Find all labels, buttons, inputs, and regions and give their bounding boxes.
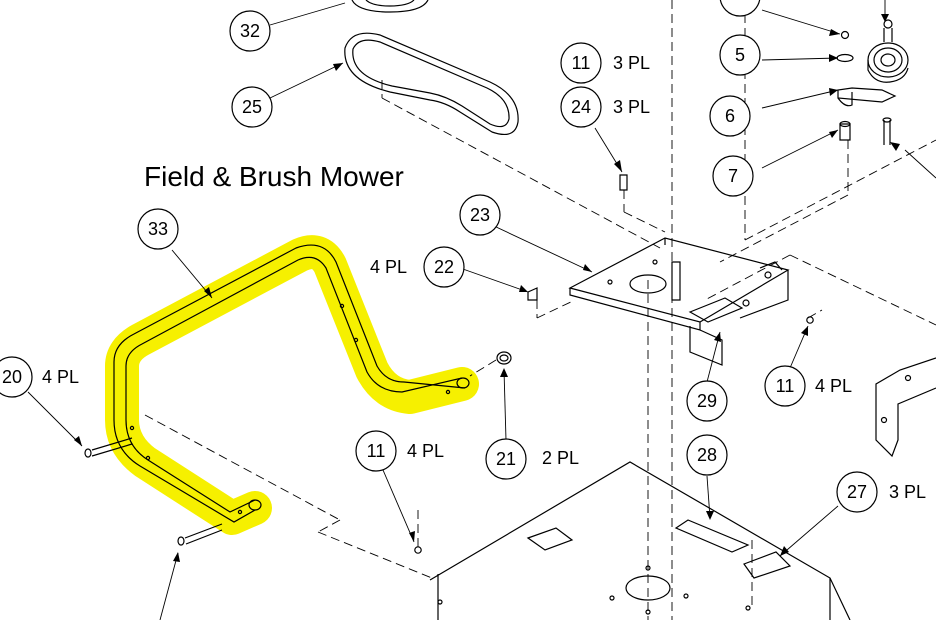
bracket-plate (568, 237, 790, 366)
mower-deck (429, 461, 851, 620)
callout-5: 5 (719, 34, 761, 76)
callout-number: 22 (434, 257, 454, 277)
callout-quantity: 3 PL (613, 53, 650, 73)
cap (496, 351, 512, 365)
callout-11-top: 11 3 PL (560, 42, 650, 84)
callout-quantity: 3 PL (613, 97, 650, 117)
callout-number: 20 (2, 367, 22, 387)
callout-number: 23 (470, 205, 490, 225)
callout-number: 32 (240, 21, 260, 41)
callout-22: 4 PL 22 (370, 246, 465, 288)
callout-29: 29 (686, 380, 728, 422)
callout-quantity: 3 PL (889, 482, 926, 502)
diagram-title: Field & Brush Mower (144, 161, 404, 192)
callout-number: 11 (572, 53, 591, 73)
callout-11-bottom: 11 4 PL (355, 430, 444, 472)
side-bracket (875, 357, 936, 458)
callout-24: 24 3 PL (560, 86, 650, 128)
callout-28: 28 (686, 434, 728, 476)
callout-number: 21 (496, 449, 516, 469)
callout-number: 11 (367, 441, 386, 461)
hardware (84, 174, 814, 554)
leader-lines (27, 0, 936, 620)
callout-number: 27 (847, 482, 867, 502)
callout-6: 6 (709, 95, 751, 137)
callout-33: 33 (137, 208, 179, 250)
idler-assembly (836, 19, 909, 145)
callout-quantity: 4 PL (42, 367, 79, 387)
callout-number: 7 (728, 166, 738, 186)
callout-number: 5 (735, 45, 745, 65)
callout-number: 29 (697, 391, 717, 411)
callout-21: 21 2 PL (485, 438, 579, 480)
callout-number: 33 (148, 219, 168, 239)
callout-25: 25 (231, 86, 273, 128)
callout-27: 27 3 PL (836, 471, 926, 513)
pulley-top (351, 0, 429, 13)
callout-7: 7 (712, 155, 754, 197)
callout-11-right: 11 4 PL (764, 365, 852, 407)
callout-quantity: 4 PL (407, 441, 444, 461)
callout-number: 28 (697, 445, 717, 465)
callout-20: 20 4 PL (0, 356, 79, 398)
callout-partial-top (719, 0, 761, 17)
callout-number: 11 (776, 376, 795, 396)
callout-quantity: 4 PL (370, 257, 407, 277)
callout-32: 32 (229, 10, 271, 52)
handle-highlight (105, 235, 479, 535)
callout-quantity: 2 PL (542, 448, 579, 468)
belt (344, 32, 519, 135)
callout-number: 24 (571, 97, 591, 117)
callout-number: 6 (725, 106, 735, 126)
callout-23: 23 (459, 194, 501, 236)
callout-quantity: 4 PL (815, 376, 852, 396)
callout-number: 25 (242, 97, 262, 117)
